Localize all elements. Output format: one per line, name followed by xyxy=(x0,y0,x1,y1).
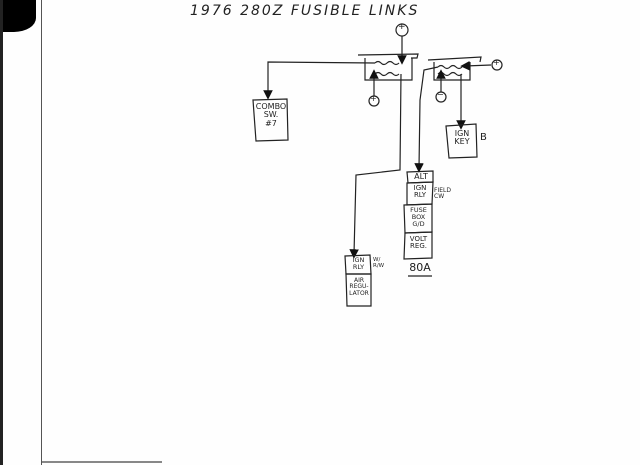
positive-terminal-right: + xyxy=(493,58,500,67)
positive-terminal-block1: + xyxy=(370,94,377,103)
negative-terminal-block2: − xyxy=(437,90,444,99)
ign-rly-2-label: IGN RLY xyxy=(352,256,365,271)
ign-key-label: IGN KEY xyxy=(454,129,470,147)
fuse-box-label: FUSE BOX G/D xyxy=(410,206,427,228)
bottom-edge-line xyxy=(42,461,162,463)
ign-key-note: B xyxy=(480,132,487,143)
scan-edge-line xyxy=(0,0,3,465)
fuse-block-1-body xyxy=(364,58,413,81)
positive-terminal-top: + xyxy=(398,22,406,32)
ign-rly-2-note: W/ R/W xyxy=(373,257,385,269)
ign-rly-note: FIELD CW xyxy=(434,187,451,201)
scan-edge-shadow xyxy=(0,0,36,32)
amp-rating-label: 80A xyxy=(409,261,431,274)
fuse-block-1-lid xyxy=(357,53,419,59)
page-title: 1976 280Z FUSIBLE LINKS xyxy=(190,3,420,19)
margin-line xyxy=(41,0,42,465)
volt-reg-label: VOLT REG. xyxy=(409,235,428,251)
ign-rly-label: IGN RLY xyxy=(413,184,427,200)
alt-label: ALT xyxy=(414,172,428,181)
combo-switch-label: COMBO SW. #7 xyxy=(255,102,287,128)
air-regulator-label: AIR REGU- LATOR xyxy=(349,277,369,297)
